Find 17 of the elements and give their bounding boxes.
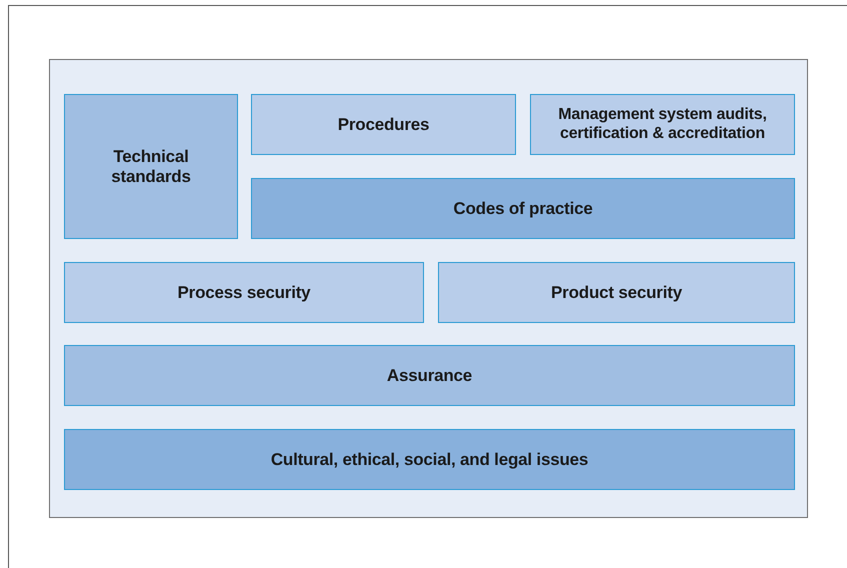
block (251, 178, 795, 239)
block-label: Cultural, ethical, social, and legal issues (270, 450, 588, 470)
block (64, 262, 424, 323)
block-label: Codes of practice (453, 198, 593, 218)
block (251, 94, 516, 155)
block-label: Technical standards (110, 146, 192, 186)
block (530, 94, 795, 155)
block-label: Procedures (338, 114, 430, 134)
block-label: Management system audits, certification & accreditation (557, 106, 768, 143)
block-label: Assurance (386, 366, 472, 386)
panel-background (49, 59, 808, 518)
block-label: Product security (551, 282, 682, 302)
block (64, 345, 795, 406)
block (64, 94, 238, 239)
block (64, 429, 795, 490)
block (438, 262, 795, 323)
block-label: Process security (178, 282, 310, 302)
